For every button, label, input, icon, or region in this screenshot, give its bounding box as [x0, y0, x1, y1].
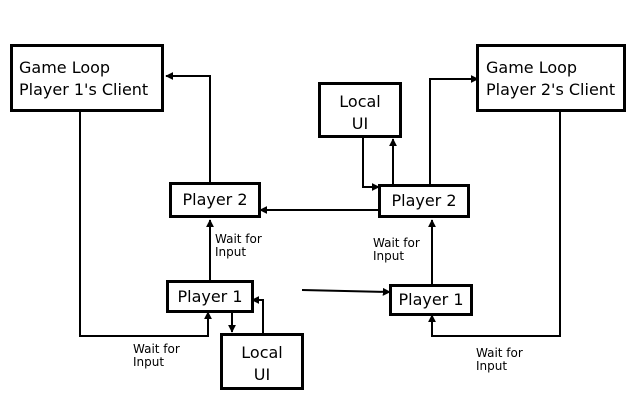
p1-client-player2-label: Player 2 [182, 190, 248, 209]
wait-bottom-right-line2: Input [476, 359, 508, 373]
arrow-p2client-player2-to-gameloop [429, 75, 479, 184]
arrow-p1client-player2-to-gameloop [165, 72, 211, 182]
wait-mid-left-line1: Wait for [215, 232, 262, 246]
p2-client-player2-label: Player 2 [391, 191, 457, 210]
wait-mid-right-line2: Input [373, 249, 405, 263]
arrow-localui-bottom-to-player1 [251, 296, 264, 333]
local-ui-bottom-line1: Local [241, 343, 283, 362]
local-ui-top-line1: Local [339, 92, 381, 111]
p2-client-player1-box: Player 1 [389, 284, 473, 316]
game-loop-player1-client-box: Game Loop Player 1's Client [10, 44, 164, 112]
arrow-gameloop-p2-to-player1 [428, 112, 561, 337]
wait-for-input-label-bottom-left: Wait for Input [133, 343, 180, 369]
local-ui-top-box: Local UI [318, 82, 402, 138]
wait-bottom-right-line1: Wait for [476, 346, 523, 360]
wait-for-input-label-bottom-right: Wait for Input [476, 347, 523, 373]
game-loop-p1-line2: Player 1's Client [19, 80, 149, 99]
wait-for-input-label-mid-left: Wait for Input [215, 233, 262, 259]
arrow-localui-top-to-player2 [362, 138, 380, 191]
p2-client-player1-label: Player 1 [398, 290, 464, 309]
wait-bottom-left-line1: Wait for [133, 342, 180, 356]
game-loop-player2-client-box: Game Loop Player 2's Client [476, 44, 626, 112]
wait-bottom-left-line2: Input [133, 355, 165, 369]
local-ui-top-line2: UI [351, 114, 369, 133]
p1-client-player1-label: Player 1 [177, 287, 243, 306]
arrow-player1-to-player1 [301, 287, 391, 296]
arrow-gameloop-p1-to-player1 [79, 112, 212, 337]
wait-mid-right-line1: Wait for [373, 236, 420, 250]
p1-client-player1-box: Player 1 [166, 280, 254, 313]
wait-mid-left-line2: Input [215, 245, 247, 259]
p1-client-player2-box: Player 2 [169, 182, 261, 218]
game-loop-p2-line2: Player 2's Client [486, 80, 616, 99]
game-loop-p1-line1: Game Loop [19, 58, 111, 77]
local-ui-bottom-box: Local UI [220, 333, 304, 390]
p2-client-player2-box: Player 2 [378, 184, 470, 218]
game-loop-p2-line1: Game Loop [486, 58, 578, 77]
wait-for-input-label-mid-right: Wait for Input [373, 237, 420, 263]
local-ui-bottom-line2: UI [253, 365, 271, 384]
